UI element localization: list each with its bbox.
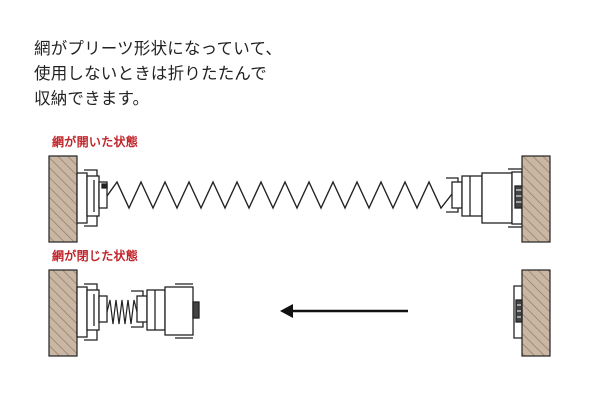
description-line-3: 収納できます。 <box>34 89 150 108</box>
open-left-frame-icon <box>76 169 108 227</box>
description-line-1: 網がプリーツ形状になっていて、 <box>34 39 283 58</box>
direction-left-arrow-icon <box>280 304 408 318</box>
closed-left-frame-icon <box>76 283 108 341</box>
closed-right-wall-icon <box>521 269 551 357</box>
open-right-wall-icon <box>521 155 551 243</box>
closed-state-label: 網が閉じた状態 <box>52 249 139 263</box>
description-line-2: 使用しないときは折りたたんで <box>34 64 267 83</box>
description-text: 網がプリーツ形状になっていて、 使用しないときは折りたたんで 収納できます。 <box>34 36 282 111</box>
closed-right-bracket-icon <box>513 285 523 339</box>
closed-right-frame-icon <box>131 283 200 339</box>
open-state-label: 網が開いた状態 <box>52 135 139 149</box>
open-right-frame-icon <box>446 168 524 228</box>
closed-left-wall-icon <box>48 269 78 357</box>
open-pleated-net <box>106 180 453 210</box>
closed-folded-net <box>106 299 138 325</box>
open-left-wall-icon <box>48 155 78 243</box>
